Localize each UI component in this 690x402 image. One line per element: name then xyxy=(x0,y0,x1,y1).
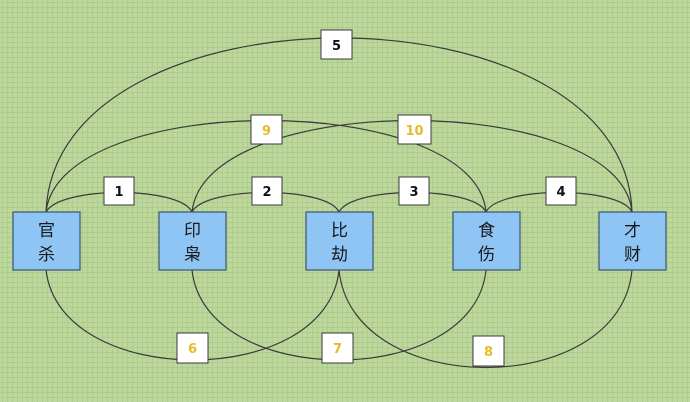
edge-label-6-text: 6 xyxy=(188,342,197,357)
node-cai-cai-line1: 才 xyxy=(624,221,641,241)
node-yin-xiao-line1: 印 xyxy=(184,221,201,241)
node-guan-sha-line2: 杀 xyxy=(38,245,55,265)
node-cai-cai-line2: 财 xyxy=(624,245,641,265)
edge-label-6: 6 xyxy=(176,332,209,364)
edge-label-3: 3 xyxy=(398,176,430,206)
nodes: 官 杀 印 枭 比 劫 食 伤 才 财 xyxy=(12,211,667,271)
edge-8 xyxy=(338,269,633,369)
edge-labels: 1 2 3 4 5 6 7 8 xyxy=(103,29,577,367)
edge-label-7: 7 xyxy=(321,332,354,364)
edge-label-9-text: 9 xyxy=(262,124,271,139)
node-guan-sha-line1: 官 xyxy=(38,221,55,241)
edge-label-7-text: 7 xyxy=(333,342,342,357)
edge-label-10-text: 10 xyxy=(405,124,423,139)
edge-label-2: 2 xyxy=(251,176,283,206)
node-yin-xiao-line2: 枭 xyxy=(184,245,201,265)
node-yin-xiao: 印 枭 xyxy=(158,211,227,271)
node-shi-shang-line2: 伤 xyxy=(478,245,495,265)
edge-label-1: 1 xyxy=(103,176,135,206)
edge-label-3-text: 3 xyxy=(409,185,418,200)
edge-label-5: 5 xyxy=(320,29,353,60)
edge-label-5-text: 5 xyxy=(332,39,341,54)
edge-label-10: 10 xyxy=(397,114,432,145)
edge-label-8: 8 xyxy=(472,335,505,367)
node-cai-cai: 才 财 xyxy=(598,211,667,271)
edge-label-1-text: 1 xyxy=(114,185,123,200)
edge-label-4: 4 xyxy=(545,176,577,206)
node-bi-jie-line1: 比 xyxy=(331,221,348,241)
edge-label-8-text: 8 xyxy=(484,345,493,360)
node-shi-shang-line1: 食 xyxy=(478,221,495,241)
edge-label-4-text: 4 xyxy=(556,185,565,200)
node-shi-shang: 食 伤 xyxy=(452,211,521,271)
node-guan-sha: 官 杀 xyxy=(12,211,81,271)
node-bi-jie: 比 劫 xyxy=(305,211,374,271)
edge-label-2-text: 2 xyxy=(262,185,271,200)
node-bi-jie-line2: 劫 xyxy=(331,245,348,265)
edge-label-9: 9 xyxy=(250,114,283,145)
